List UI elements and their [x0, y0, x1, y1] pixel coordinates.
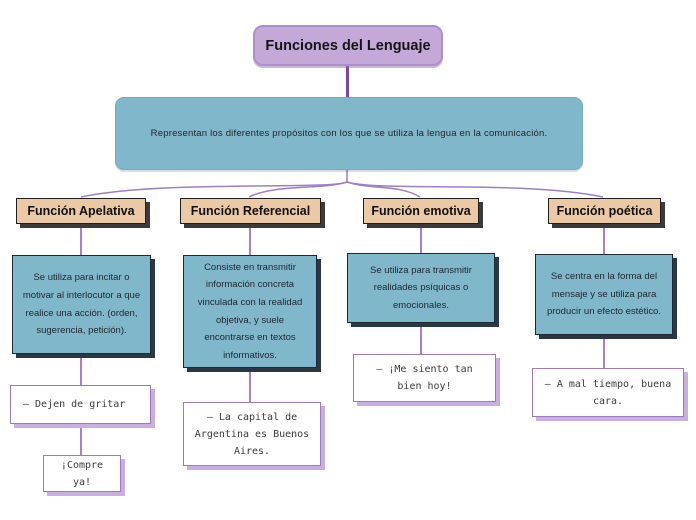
connector-desc1-to-example1 — [80, 354, 82, 385]
branch-header-poetica[interactable]: Función poética — [548, 198, 661, 224]
root-description-node[interactable]: Representan los diferentes propósitos co… — [115, 97, 583, 170]
example-node-poetica[interactable]: – A mal tiempo, buena cara. — [532, 368, 684, 417]
branch-header-emotiva[interactable]: Función emotiva — [363, 198, 479, 224]
branch-header-label: Función Referencial — [190, 204, 311, 218]
example-text: – La capital de Argentina es Buenos Aire… — [194, 411, 310, 457]
connector-header2-to-desc2 — [249, 224, 251, 255]
description-node-poetica[interactable]: Se centra en la forma del mensaje y se u… — [535, 254, 673, 335]
connector-header1-to-desc1 — [80, 224, 82, 255]
connector-desc4-to-example4 — [603, 335, 605, 368]
description-node-apelativa[interactable]: Se utiliza para incitar o motivar al int… — [12, 255, 151, 354]
root-description-text: Representan los diferentes propósitos co… — [150, 128, 548, 139]
example-node-referencial[interactable]: – La capital de Argentina es Buenos Aire… — [183, 402, 321, 466]
example-text: – ¡Me siento tan bien hoy! — [376, 364, 473, 392]
example-text: – Dejen de gritar — [23, 399, 126, 410]
description-node-referencial[interactable]: Consiste en transmitir información concr… — [183, 255, 317, 368]
connector-desc2-to-example2 — [249, 368, 251, 402]
description-text: Se utiliza para transmitir realidades ps… — [370, 264, 472, 311]
branch-header-apelativa[interactable]: Función Apelativa — [16, 198, 146, 224]
connector-title-to-main — [346, 66, 349, 97]
description-text: Consiste en transmitir información concr… — [197, 261, 303, 361]
connector-desc3-to-example3 — [420, 323, 422, 354]
example-text: – A mal tiempo, buena cara. — [544, 378, 672, 407]
root-title-node[interactable]: Funciones del Lenguaje — [253, 25, 443, 66]
connector-header3-to-desc3 — [420, 224, 422, 253]
connector-example1a-to-example1b — [80, 424, 82, 455]
example-text: ¡Compre ya! — [60, 459, 104, 488]
connector-header4-to-desc4 — [603, 224, 605, 254]
example-node-apelativa-1[interactable]: – Dejen de gritar — [10, 385, 151, 424]
branch-header-label: Función emotiva — [371, 204, 471, 218]
root-title-label: Funciones del Lenguaje — [265, 37, 431, 54]
description-text: Se centra en la forma del mensaje y se u… — [546, 271, 662, 318]
example-node-emotiva[interactable]: – ¡Me siento tan bien hoy! — [353, 354, 496, 402]
branch-header-referencial[interactable]: Función Referencial — [180, 198, 321, 224]
description-text: Se utiliza para incitar o motivar al int… — [22, 272, 141, 337]
description-node-emotiva[interactable]: Se utiliza para transmitir realidades ps… — [347, 253, 495, 323]
branch-header-label: Función Apelativa — [27, 204, 135, 218]
example-node-apelativa-2[interactable]: ¡Compre ya! — [43, 455, 121, 492]
branch-header-label: Función poética — [556, 204, 653, 218]
